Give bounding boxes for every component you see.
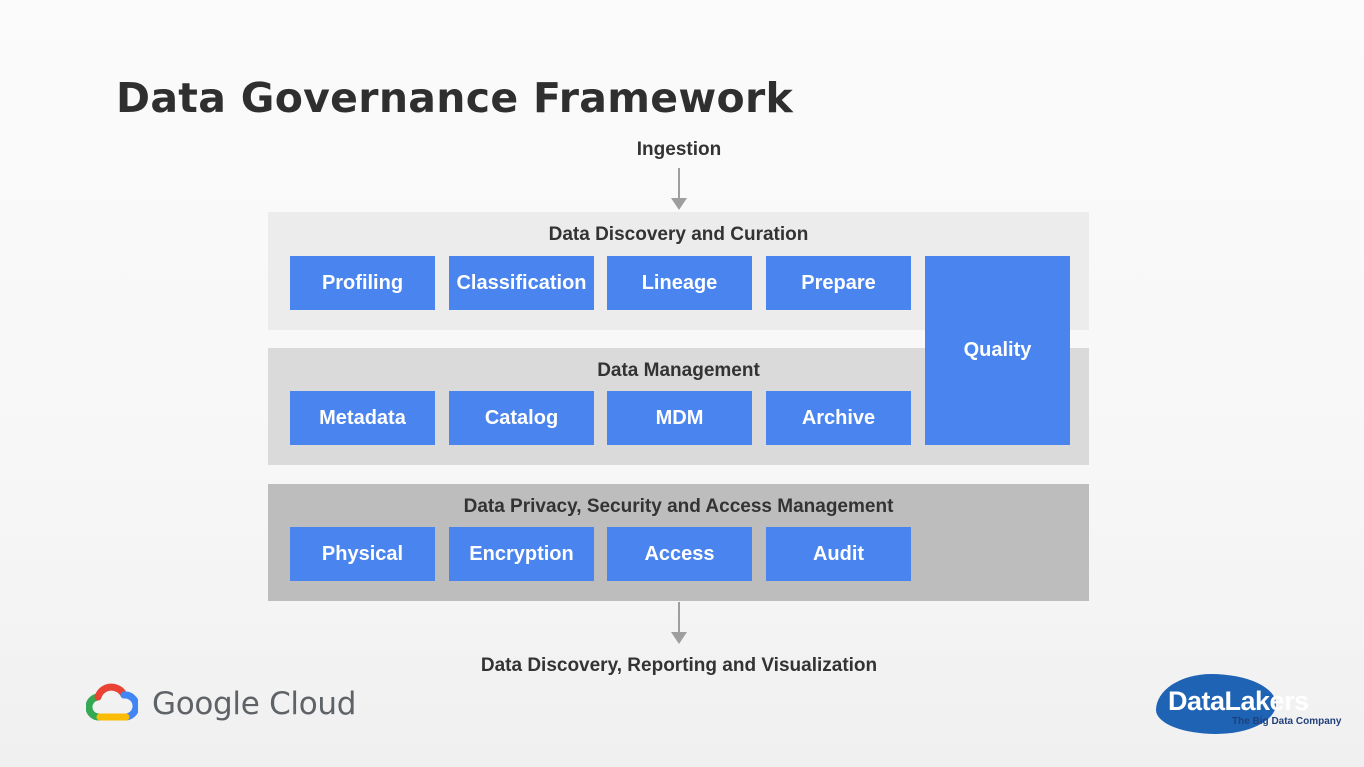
band-title: Data Discovery and Curation xyxy=(548,224,809,245)
output-arrow-icon xyxy=(671,602,687,644)
google-cloud-wordmark: Google Cloud xyxy=(152,686,357,722)
box-lineage: Lineage xyxy=(607,256,752,310)
box-archive: Archive xyxy=(766,391,911,445)
datalakers-name: DataLakers xyxy=(1168,686,1309,716)
box-classification: Classification xyxy=(449,256,594,310)
ingestion-arrow-icon xyxy=(671,168,687,210)
box-quality: Quality xyxy=(925,256,1070,445)
box-physical: Physical xyxy=(290,527,435,581)
box-audit: Audit xyxy=(766,527,911,581)
band-title: Data Privacy, Security and Access Manage… xyxy=(463,496,894,517)
box-access: Access xyxy=(607,527,752,581)
box-catalog: Catalog xyxy=(449,391,594,445)
band-title: Data Management xyxy=(597,360,760,381)
box-metadata: Metadata xyxy=(290,391,435,445)
slide-title: Data Governance Framework xyxy=(116,74,794,122)
datalakers-logo: DataLakers The Big Data Company xyxy=(1152,672,1342,742)
box-encryption: Encryption xyxy=(449,527,594,581)
box-prepare: Prepare xyxy=(766,256,911,310)
datalakers-tagline: The Big Data Company xyxy=(1232,716,1342,727)
box-mdm: MDM xyxy=(607,391,752,445)
google-cloud-logo: Google Cloud xyxy=(86,683,356,725)
output-label: Data Discovery, Reporting and Visualizat… xyxy=(480,655,878,676)
datalakers-blob-icon xyxy=(1156,674,1276,734)
box-profiling: Profiling xyxy=(290,256,435,310)
ingestion-label: Ingestion xyxy=(636,139,722,160)
google-cloud-icon xyxy=(86,683,138,721)
